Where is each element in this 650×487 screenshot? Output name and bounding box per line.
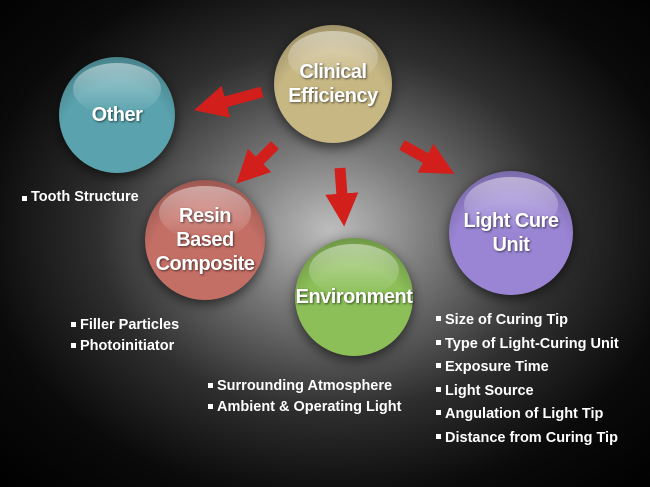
factor: Angulation of Light Tip	[436, 403, 619, 427]
factor: Ambient & Operating Light	[208, 397, 401, 418]
node-label: Clinical Efficiency	[288, 61, 378, 107]
factor: Type of Light-Curing Unit	[436, 333, 619, 357]
environment-factors: Surrounding Atmosphere Ambient & Operati…	[208, 376, 401, 418]
light-cure-factors: Size of Curing Tip Type of Light-Curing …	[436, 309, 619, 450]
node-other: Other	[59, 57, 175, 173]
arrow-to-resin	[236, 141, 279, 184]
factor: Tooth Structure	[22, 189, 139, 205]
node-light-cure-unit: Light Cure Unit	[449, 171, 573, 295]
node-environment: Environment	[295, 238, 413, 356]
factor: Light Source	[436, 380, 619, 404]
node-resin-based-composite: Resin Based Composite	[145, 180, 265, 300]
arrow-to-light	[399, 140, 455, 174]
node-label: Environment	[295, 286, 413, 308]
factor: Filler Particles	[71, 315, 179, 336]
factor: Photoinitiator	[71, 336, 179, 357]
factor: Distance from Curing Tip	[436, 427, 619, 451]
factor: Exposure Time	[436, 356, 619, 380]
factor: Surrounding Atmosphere	[208, 376, 401, 397]
node-label: Other	[91, 104, 143, 126]
resin-factors: Filler Particles Photoinitiator	[71, 315, 179, 357]
node-label: Light Cure Unit	[463, 210, 560, 256]
factor: Size of Curing Tip	[436, 309, 619, 333]
arrow-to-other	[194, 85, 264, 118]
node-clinical-efficiency: Clinical Efficiency	[274, 25, 392, 143]
other-factors: Tooth Structure	[22, 189, 139, 205]
arrow-to-environment	[325, 167, 359, 227]
node-label: Resin Based Composite	[155, 205, 255, 275]
